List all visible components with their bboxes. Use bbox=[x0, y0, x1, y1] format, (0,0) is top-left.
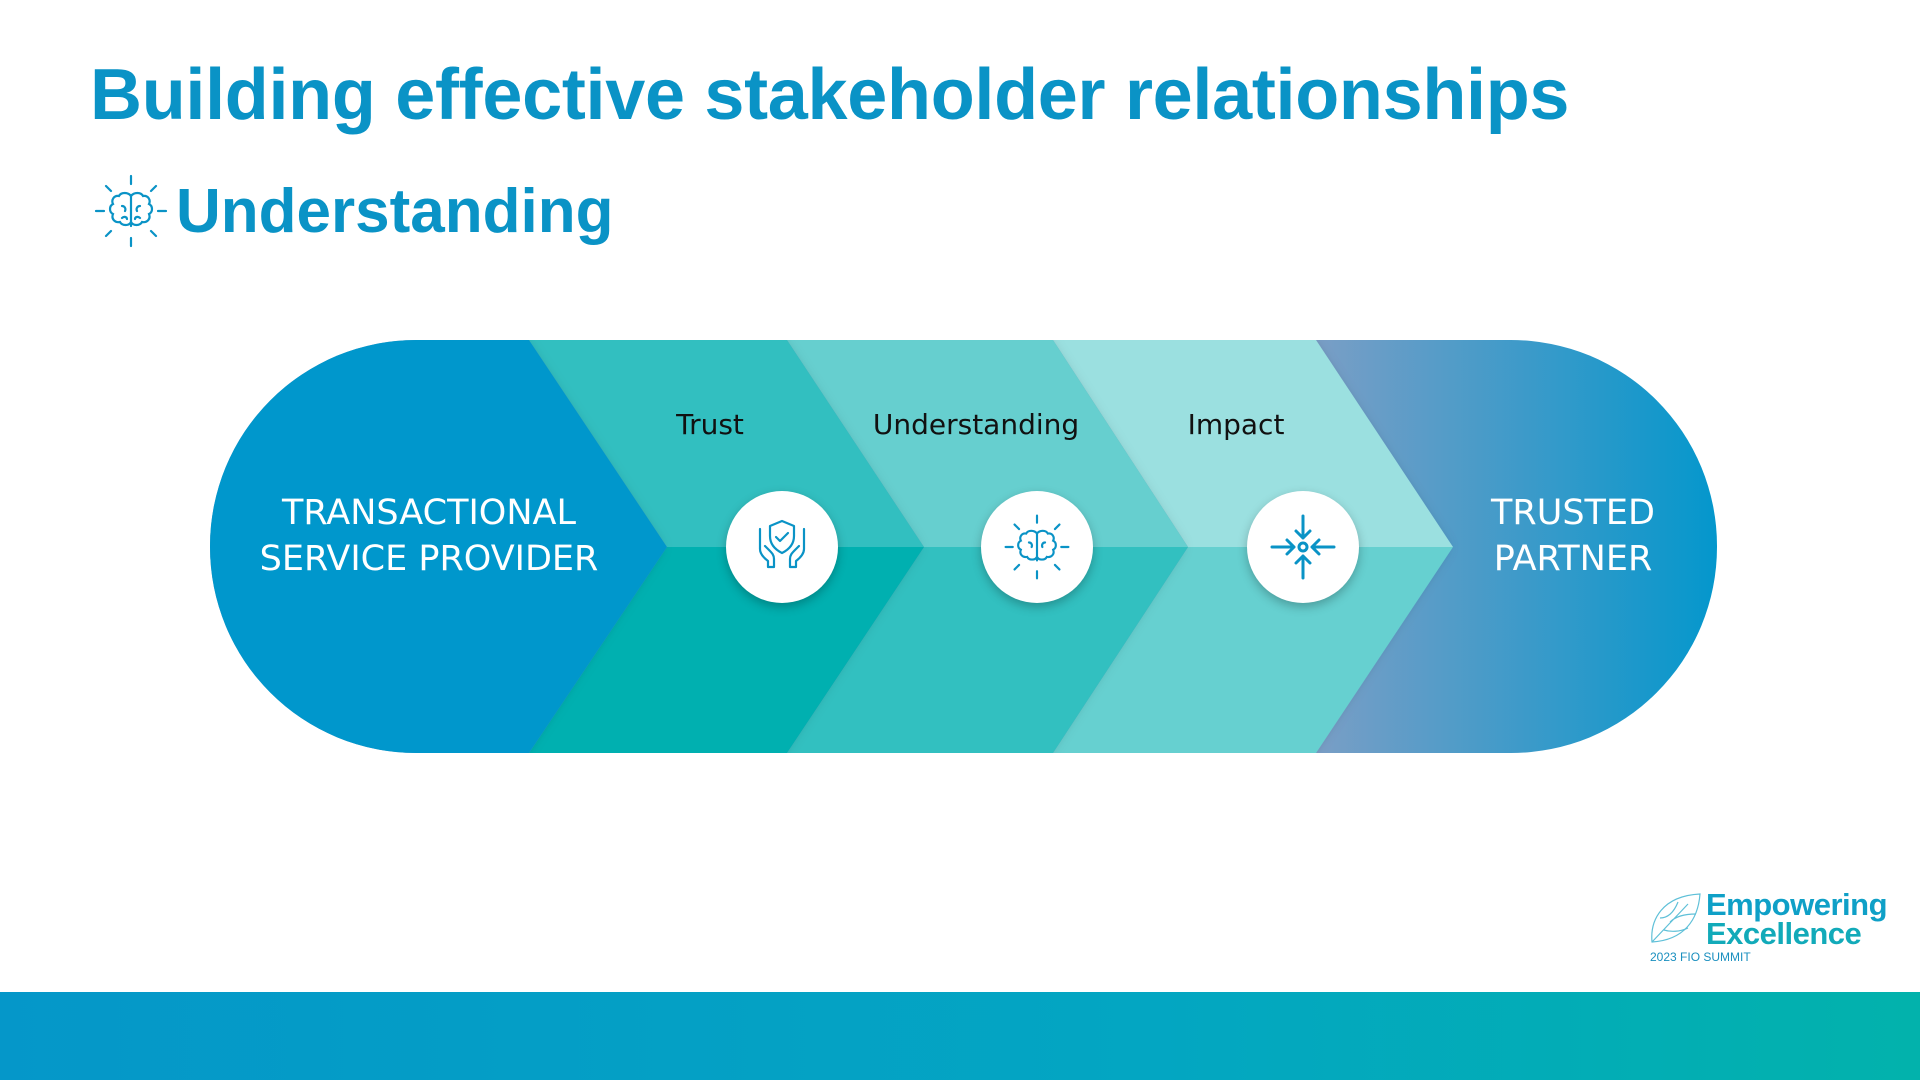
impact-icon-circle bbox=[1247, 491, 1359, 603]
logo-line1: Empowering bbox=[1706, 887, 1888, 922]
end-label-line2: PARTNER bbox=[1493, 539, 1653, 579]
start-label-line2: SERVICE PROVIDER bbox=[259, 539, 599, 579]
understanding-icon-circle bbox=[981, 491, 1093, 603]
trust-icon-circle bbox=[726, 491, 838, 603]
hands-shield-check-icon bbox=[758, 519, 806, 569]
start-label-line1: TRANSACTIONAL bbox=[282, 493, 576, 533]
stage-understanding-band bbox=[787, 340, 1188, 753]
stage-label-trust: Trust bbox=[676, 408, 744, 441]
page-title: Building effective stakeholder relations… bbox=[90, 55, 1570, 135]
end-label: TRUSTED PARTNER bbox=[1491, 490, 1655, 582]
brain-icon bbox=[94, 174, 168, 248]
start-segment bbox=[210, 340, 667, 753]
stage-impact-band bbox=[1053, 340, 1453, 753]
logo-tagline: 2023 FIO SUMMIT bbox=[1650, 950, 1751, 964]
section-heading: Understanding bbox=[92, 172, 613, 250]
footer-bar bbox=[0, 992, 1920, 1080]
leaf-logo-icon bbox=[1651, 893, 1701, 943]
summit-logo: Empowering Excellence 2023 FIO SUMMIT bbox=[1648, 887, 1888, 964]
section-title: Understanding bbox=[176, 176, 614, 246]
stage-label-impact: Impact bbox=[1187, 408, 1285, 441]
start-label: TRANSACTIONAL SERVICE PROVIDER bbox=[260, 490, 599, 582]
end-label-line1: TRUSTED bbox=[1491, 493, 1655, 533]
stage-label-understanding: Understanding bbox=[872, 408, 1080, 441]
logo-line2: Excellence bbox=[1706, 916, 1862, 951]
stage-trust-band bbox=[529, 340, 924, 753]
brain-icon bbox=[1004, 514, 1070, 580]
converging-arrows-icon bbox=[1270, 514, 1336, 580]
